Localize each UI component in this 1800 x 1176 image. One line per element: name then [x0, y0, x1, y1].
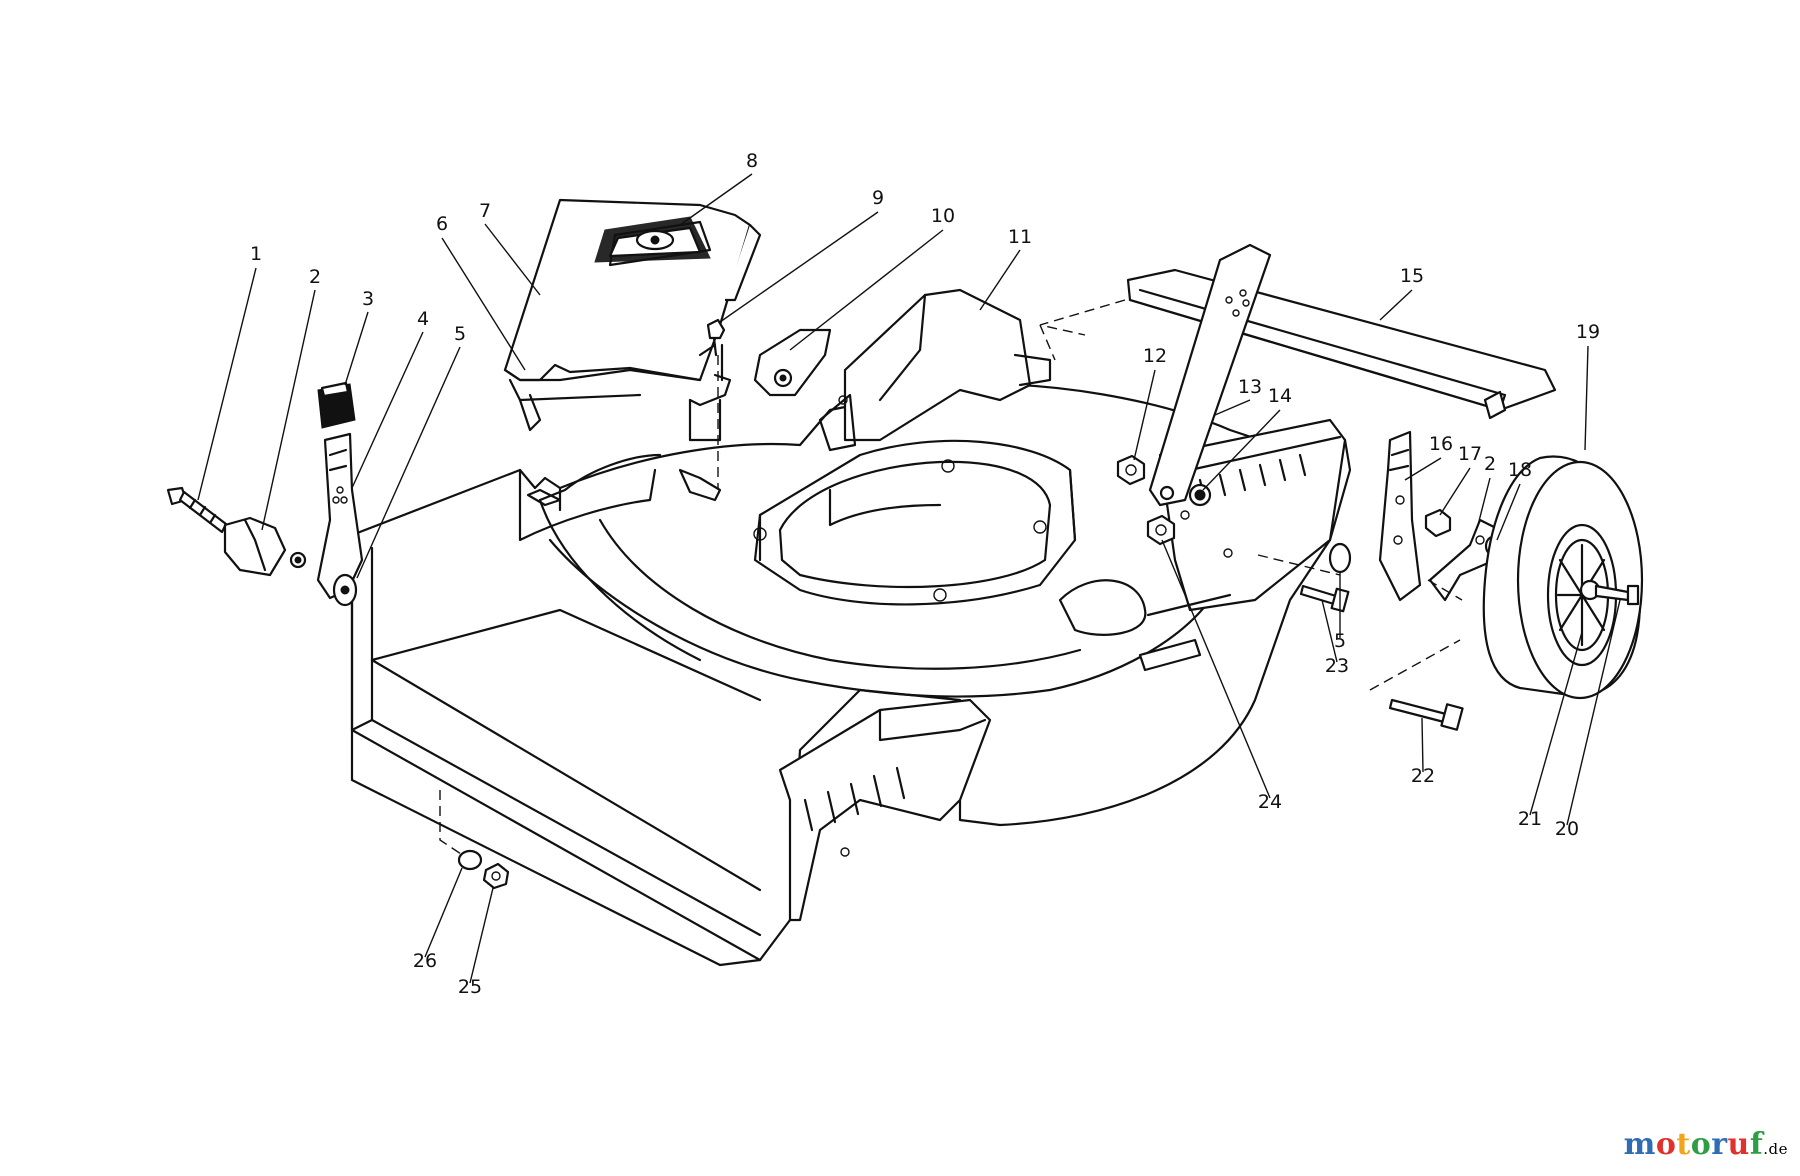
leader-line-c23: [1321, 599, 1338, 663]
leader-line-c12: [1133, 369, 1156, 461]
leader-line-c3: [344, 311, 369, 386]
rear-flap-part-15: [1039, 268, 1557, 420]
callout-number-c13: 13: [1238, 376, 1262, 398]
leader-line-c1: [197, 267, 257, 501]
leader-line-c21: [1529, 631, 1583, 816]
callout-number-c10: 10: [931, 205, 955, 227]
nut-part-24: [1146, 514, 1176, 546]
leader-line-c11: [979, 249, 1021, 311]
callout-number-c20: 20: [1555, 818, 1579, 840]
callout-number-c12: 12: [1143, 345, 1167, 367]
callout-number-c6: 6: [436, 213, 448, 235]
watermark-letter: r: [1711, 1127, 1728, 1162]
bolt-part-22: [1388, 698, 1464, 731]
deflector-label-part-8: [594, 216, 712, 267]
watermark-letter: o: [1690, 1127, 1712, 1162]
leader-line-c10: [789, 229, 944, 351]
leader-line-c16: [1404, 457, 1442, 481]
nut-part-12: [1116, 454, 1146, 486]
leader-line-c17: [1439, 467, 1471, 516]
callout-number-c24: 24: [1258, 791, 1282, 813]
callout-number-c18: 18: [1508, 459, 1532, 481]
grip-part-3: [317, 381, 356, 429]
leader-line-c13: [1214, 399, 1251, 416]
leader-line-c18: [1496, 483, 1521, 541]
callout-number-c9: 9: [872, 187, 884, 209]
callout-number-c19: 19: [1576, 321, 1600, 343]
leader-line-c22: [1421, 717, 1424, 773]
watermark-letter: u: [1727, 1127, 1750, 1162]
callout-number-c15: 15: [1400, 265, 1424, 287]
leader-line-c20: [1566, 599, 1621, 826]
callout-number-c25: 25: [458, 976, 482, 998]
callout-number-c17: 17: [1458, 443, 1482, 465]
leader-line-c9: [719, 211, 879, 323]
leader-line-c4: [351, 331, 424, 489]
watermark-letter: t: [1676, 1127, 1691, 1162]
handle-bracket-part-13: [1148, 243, 1272, 507]
bolt-part-1: [166, 486, 228, 534]
callout-number-c11: 11: [1008, 226, 1032, 248]
callout-number-c2a: 2: [309, 266, 321, 288]
deflector-rod-part-6: [508, 378, 642, 432]
height-adjust-plate-part-4: [316, 432, 364, 600]
callout-number-c7: 7: [479, 200, 491, 222]
hinge-bracket-part-10: [753, 328, 832, 397]
spacer-part-5-right: [1328, 542, 1352, 574]
bolt-part-23: [1299, 584, 1350, 613]
watermark-logo: motoruf.de: [1624, 1127, 1788, 1162]
callout-leaders: [197, 173, 1621, 984]
nut-part-25: [482, 862, 510, 890]
leader-line-c14: [1202, 409, 1281, 491]
callout-number-c5a: 5: [454, 323, 466, 345]
rear-wheel-part-19: [1482, 455, 1644, 700]
washer-part-26: [457, 849, 483, 871]
leader-line-c24: [1161, 539, 1271, 799]
callout-number-c21: 21: [1518, 808, 1542, 830]
callout-number-c23: 23: [1325, 655, 1349, 677]
callout-number-c26: 26: [413, 950, 437, 972]
leader-line-c25: [469, 887, 494, 984]
leader-line-c7: [484, 223, 541, 296]
leader-line-c2b: [1477, 477, 1491, 526]
watermark-letter: m: [1623, 1127, 1656, 1162]
height-adjust-plate-part-16: [1378, 430, 1422, 602]
callout-number-c5b: 5: [1334, 630, 1346, 652]
callout-number-c14: 14: [1268, 385, 1292, 407]
leader-line-c5a: [356, 346, 461, 579]
spacer-part-5-left: [332, 573, 358, 607]
callout-number-c3: 3: [362, 288, 374, 310]
nut-part-14: [1188, 483, 1212, 507]
leader-line-c8: [679, 173, 753, 226]
leader-line-c19: [1584, 345, 1589, 451]
callout-number-c8: 8: [746, 150, 758, 172]
callout-number-c22: 22: [1411, 765, 1435, 787]
leader-line-c2a: [261, 289, 316, 531]
mower-deck-housing: [350, 288, 1352, 967]
nut-part-17: [1424, 508, 1452, 538]
leader-line-c6: [441, 237, 526, 371]
callout-number-c1: 1: [250, 243, 262, 265]
watermark-letter: o: [1655, 1127, 1677, 1162]
callout-number-c16: 16: [1429, 433, 1453, 455]
watermark-letters: motoruf: [1624, 1127, 1764, 1162]
wheel-bracket-part-2-left: [223, 516, 307, 577]
leader-line-c15: [1379, 289, 1413, 321]
leader-line-c26: [424, 867, 463, 958]
screw-part-9: [706, 318, 726, 357]
watermark-suffix: .de: [1763, 1140, 1788, 1158]
callout-number-c2b: 2: [1484, 453, 1496, 475]
watermark-letter: f: [1749, 1127, 1764, 1162]
callout-number-c4: 4: [417, 308, 429, 330]
